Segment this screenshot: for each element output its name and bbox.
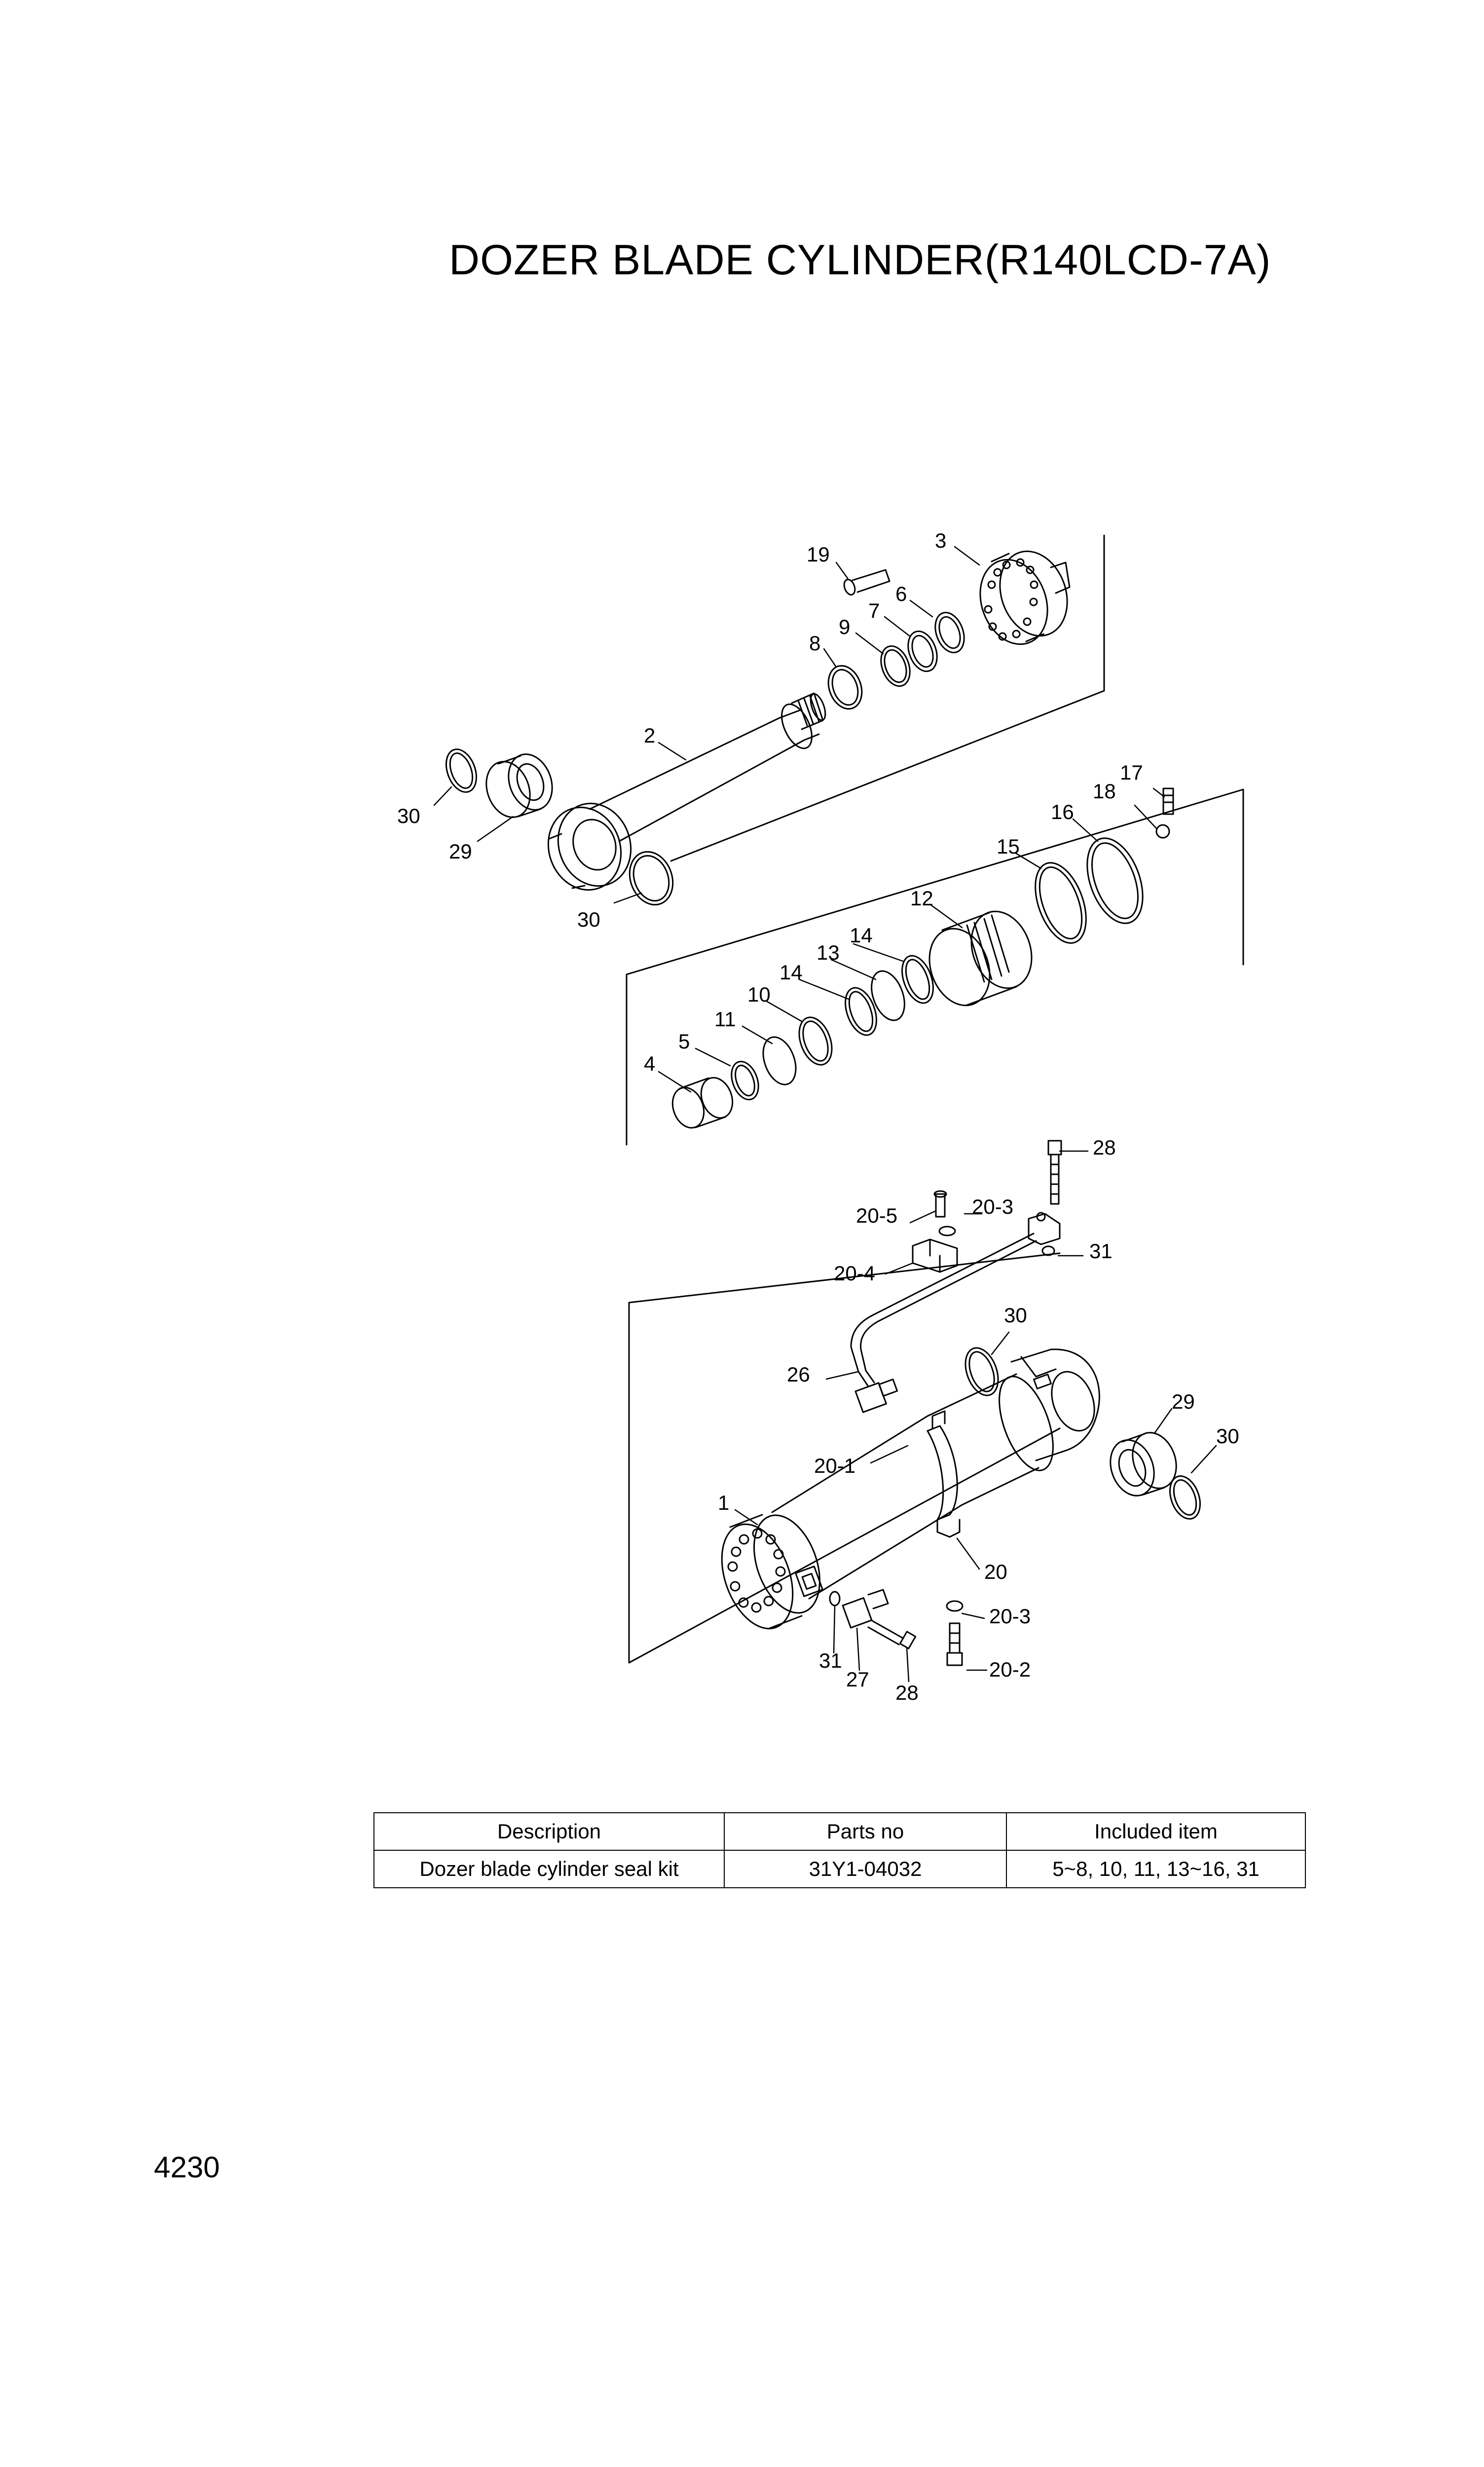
bushing-upper [485,753,553,818]
bolt-19 [843,569,890,596]
callout: 20-1 [814,1454,855,1477]
seal-13 [871,970,905,1021]
callout: 1 [718,1491,729,1514]
callout: 29 [1172,1390,1195,1413]
callout: 29 [449,840,472,863]
page-number: 4230 [154,2151,220,2184]
pipe-26 [850,1212,1061,1413]
page-title: DOZER BLADE CYLINDER(R140LCD-7A) [449,236,1271,284]
piston-12 [928,910,1033,1007]
callout: 9 [839,615,850,638]
washer-20-3-upper [938,1226,956,1236]
wear-ring-15 [1035,862,1087,944]
callout-labels: 19 3 6 7 9 8 2 30 29 30 17 18 16 15 12 1… [397,529,1239,1704]
seal-11 [762,1036,797,1085]
callout: 20-5 [856,1204,897,1227]
group-frame-upper [670,534,1105,862]
callout: 20-3 [989,1605,1031,1628]
dust-seal-lower-mid [965,1347,999,1396]
seal-10 [798,1016,833,1066]
seal-14-left [845,987,877,1036]
callout: 30 [1004,1304,1027,1327]
callout: 4 [644,1052,655,1075]
washer-20-3-lower [946,1600,964,1612]
table-cell-description: Dozer blade cylinder seal kit [373,1850,725,1888]
exploded-parts-diagram: 19 3 6 7 9 8 2 30 29 30 17 18 16 15 12 1… [397,529,1244,1704]
callout: 8 [809,632,820,655]
seal-9 [880,645,911,687]
dust-seal-upper-left [445,748,477,793]
column-header: Included item [1006,1812,1306,1851]
dust-seal-upper-right [629,851,674,906]
callout: 14 [779,961,803,984]
callout: 31 [1089,1239,1113,1263]
table-header-row: Description Parts no Included item [373,1812,1306,1851]
steel-ball-18 [1155,824,1170,839]
callout: 7 [868,599,880,622]
table-cell-included-item: 5~8, 10, 11, 13~16, 31 [1006,1850,1306,1888]
callout: 14 [850,924,873,947]
column-header: Parts no [724,1812,1007,1851]
seal-5 [731,1060,759,1101]
bolt-28-lower [867,1620,917,1649]
callout: 20-4 [834,1262,875,1285]
rod-group [445,534,1105,906]
callout: 11 [714,1008,736,1031]
table-row: Dozer blade cylinder seal kit 31Y1-04032… [373,1850,1306,1888]
seal-6 [934,611,965,654]
rod-cover [979,550,1071,645]
leader-lines [433,546,1217,1682]
oring-31-lower [829,1591,841,1607]
column-header: Description [373,1812,725,1851]
callout: 20-3 [972,1195,1013,1218]
callout: 5 [678,1030,690,1053]
callout: 12 [910,887,933,910]
tube-group [628,1140,1201,1666]
piston-group [626,787,1244,1146]
callout: 20-2 [989,1658,1031,1681]
flange-27 [842,1589,889,1629]
clamp-band [927,1410,961,1538]
callout: 28 [1093,1136,1116,1159]
callout: 16 [1051,800,1074,823]
dust-seal-lower-right [1169,1475,1201,1520]
callout: 27 [846,1668,869,1691]
tube-eye [1010,1348,1100,1461]
callout: 10 [747,983,771,1006]
set-screw-17 [1162,787,1174,815]
rod-eye [547,802,632,891]
callout: 18 [1093,780,1116,803]
callout: 26 [787,1363,810,1386]
callout: 13 [816,941,840,964]
bushing-4 [671,1077,734,1129]
callout: 30 [397,804,420,827]
table-cell-parts-no: 31Y1-04032 [724,1850,1007,1888]
bolt-20-5 [933,1190,947,1218]
seal-kit-table: Description Parts no Included item Dozer… [373,1812,1306,1888]
callout: 30 [577,908,600,931]
seal-8 [827,665,863,710]
bolt-20-2 [946,1622,963,1666]
callout: 6 [895,582,907,605]
callout: 15 [997,835,1020,858]
callout: 28 [895,1681,919,1704]
seal-14-right [901,955,934,1004]
callout: 2 [644,724,655,747]
callout: 20 [984,1560,1007,1583]
bolt-28-upper [1047,1140,1062,1205]
callout: 31 [819,1649,842,1672]
callout: 19 [807,543,830,566]
group-frame-middle [626,788,1244,1146]
bushing-lower [1110,1432,1177,1496]
seal-7 [907,630,938,673]
group-frame-lower [628,1252,1061,1664]
wear-ring-16 [1086,837,1144,924]
callout: 3 [935,529,946,552]
oring-31-upper [1041,1245,1055,1256]
callout: 30 [1216,1424,1239,1448]
callout: 17 [1120,761,1143,784]
cylinder-tube [721,1373,1054,1630]
piston-rod [589,692,826,842]
